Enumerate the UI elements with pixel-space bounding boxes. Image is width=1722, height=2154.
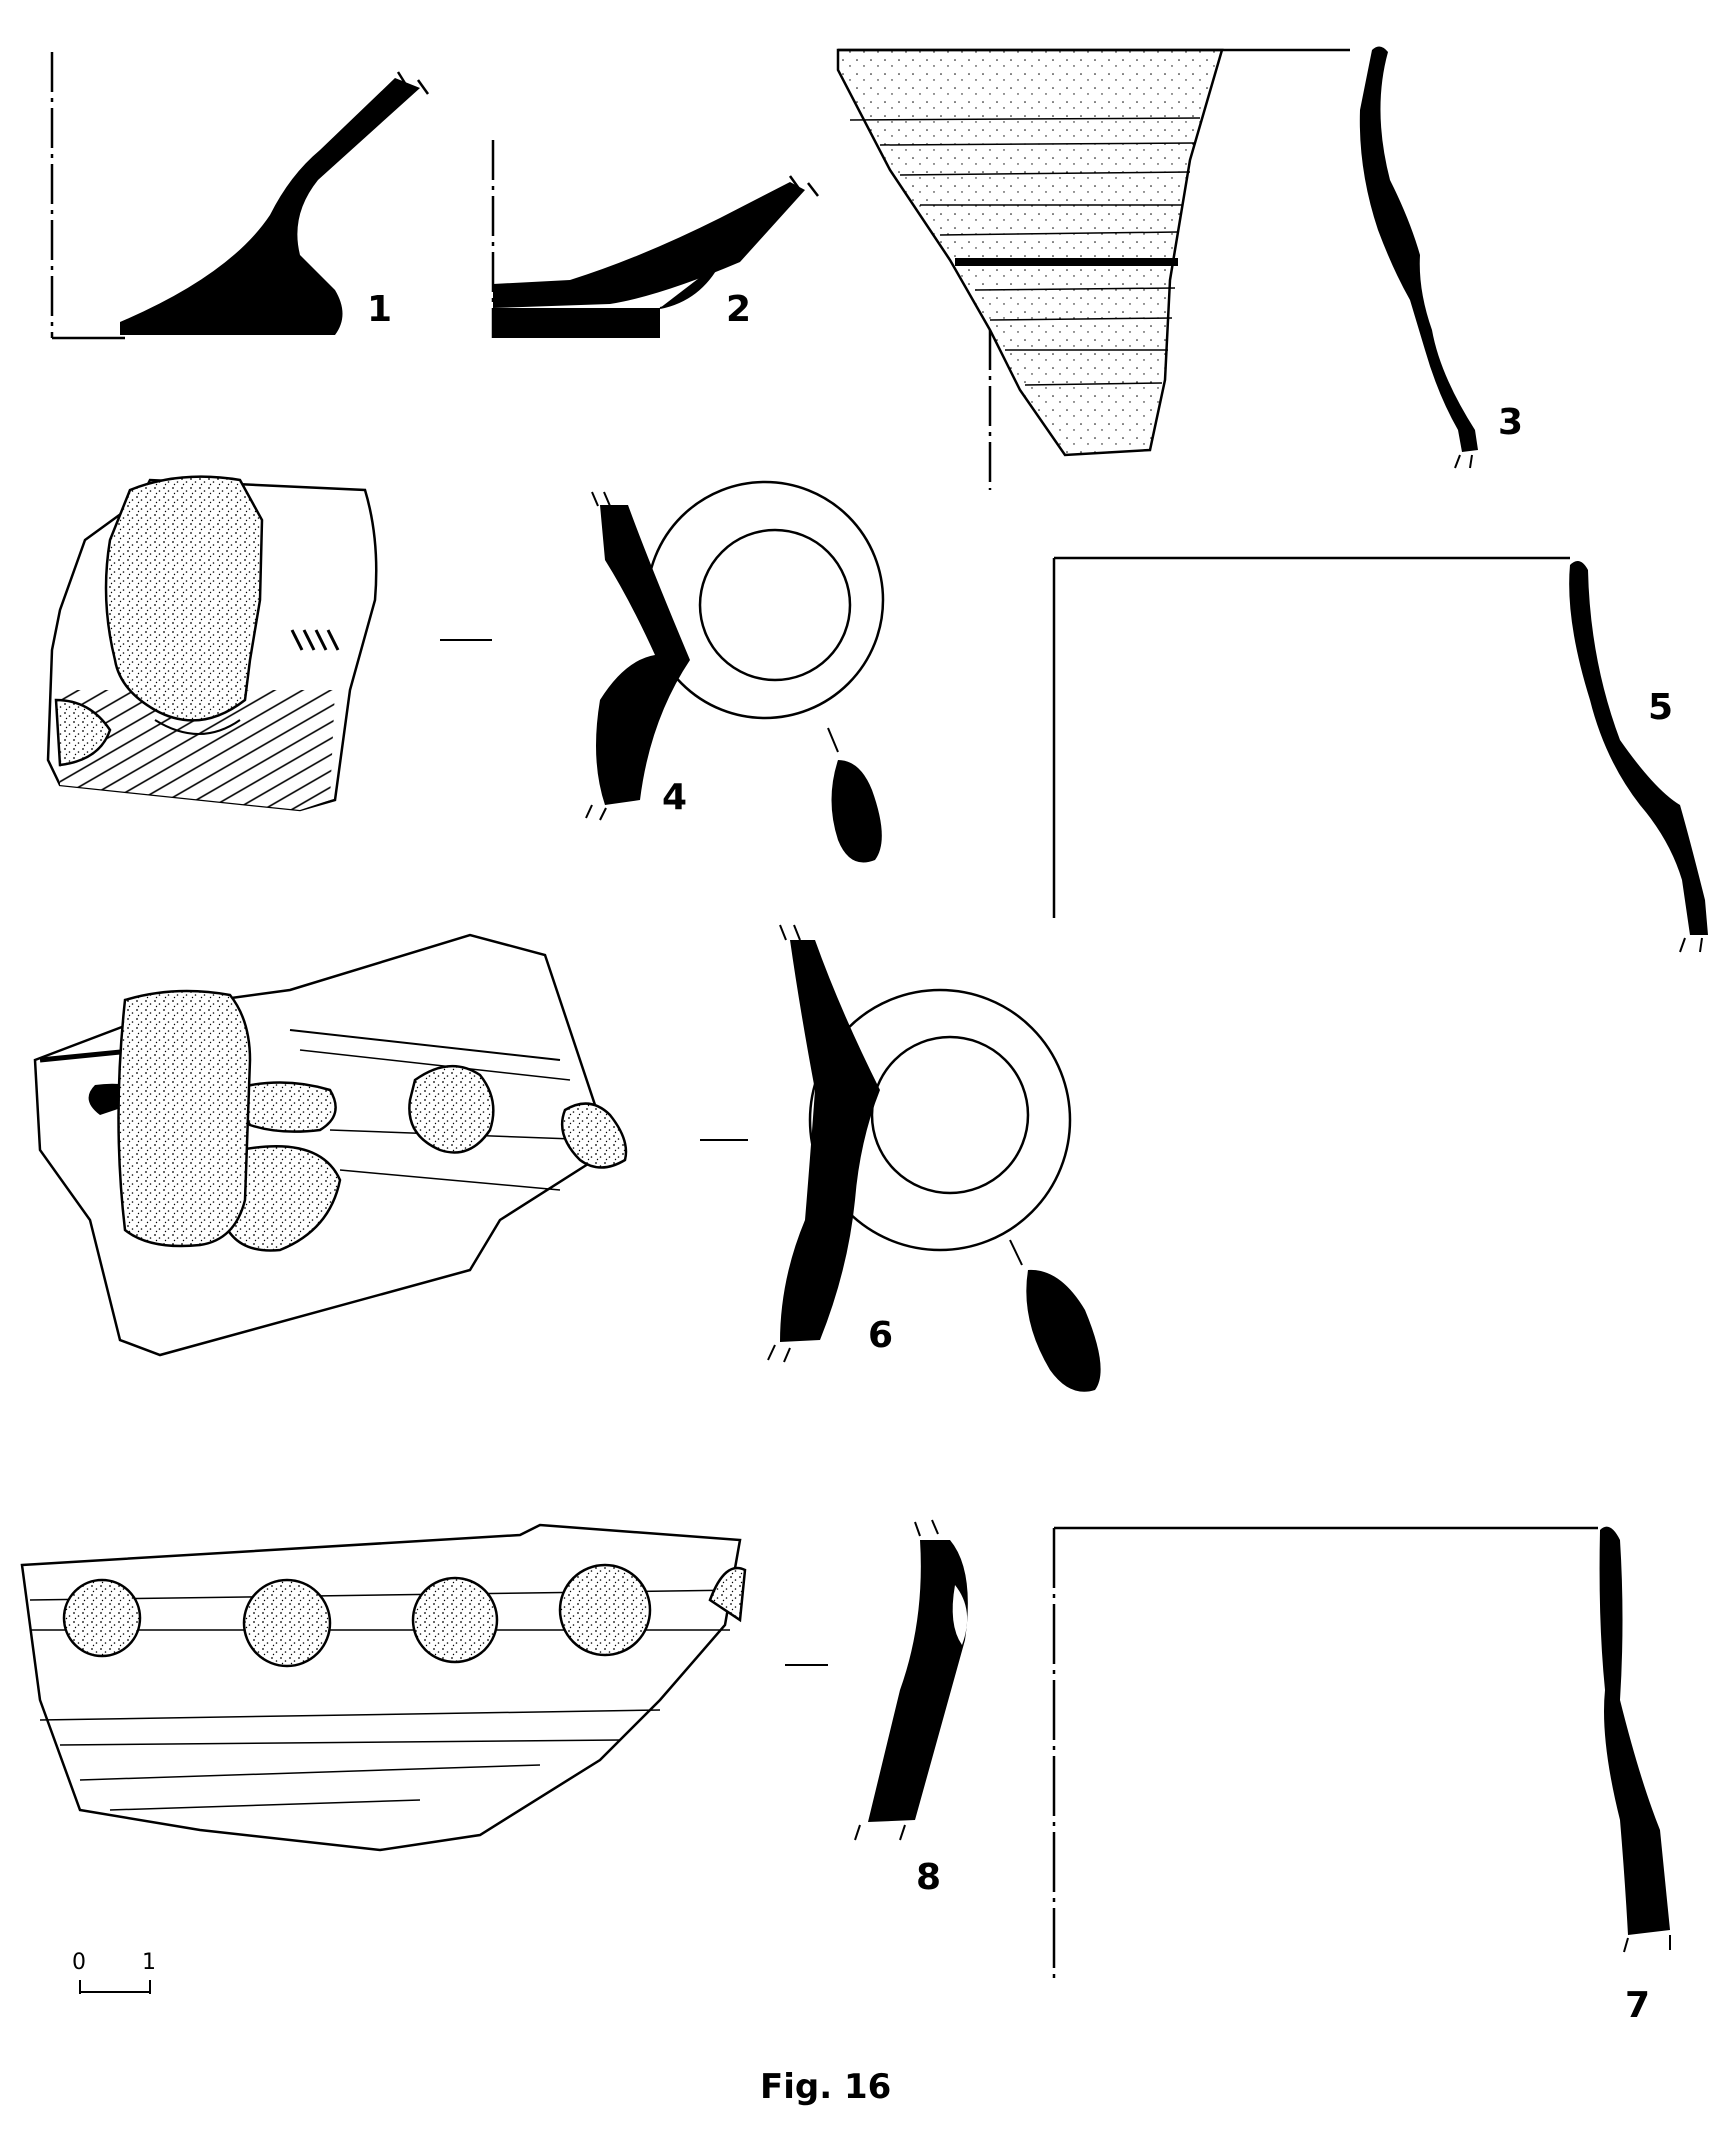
fragment-8-sherd xyxy=(20,1519,968,1852)
fragment-3-number: 3 xyxy=(1498,402,1524,443)
fragment-6-handle-sherd xyxy=(33,924,1101,1392)
scale-bar xyxy=(79,1980,151,1994)
figure-caption: Fig. 16 xyxy=(760,2067,892,2107)
fragment-7-profile xyxy=(1052,1526,1671,1978)
fragment-6-number: 6 xyxy=(868,1315,894,1356)
fragment-4-handle-sherd xyxy=(46,475,885,863)
fragment-5-number: 5 xyxy=(1648,687,1674,728)
fragment-7-number: 7 xyxy=(1625,1985,1651,2026)
fragment-4-number: 4 xyxy=(662,777,688,818)
fragment-3-sherd xyxy=(836,46,1478,490)
fragment-2-number: 2 xyxy=(726,289,752,330)
fragment-1-number: 1 xyxy=(367,289,393,330)
fragment-2-profile xyxy=(491,140,819,338)
fragment-5-profile xyxy=(1052,556,1708,953)
fragment-1-profile xyxy=(50,52,430,340)
fragment-8-number: 8 xyxy=(916,1857,942,1898)
scale-start-label: 0 xyxy=(72,1950,86,1975)
scale-end-label: 1 xyxy=(142,1950,156,1975)
